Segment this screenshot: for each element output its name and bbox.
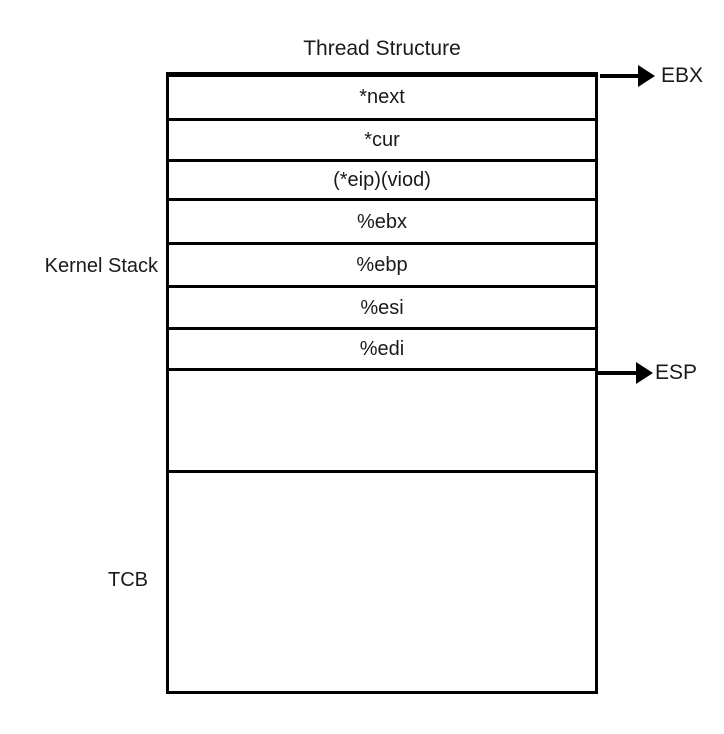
field-eip-function-pointer: (*eip)(viod): [166, 162, 598, 198]
arrow-shaft-icon: [600, 74, 638, 78]
field-register-edi: %edi: [166, 330, 598, 368]
separator-after-next: [166, 74, 598, 77]
separator-after-cur: [166, 118, 598, 121]
arrow-head-icon: [638, 65, 655, 87]
ebx-pointer-label: EBX: [661, 64, 704, 87]
field-free-stack-space: [166, 375, 598, 470]
field-label: *next: [359, 85, 405, 108]
page-title: Thread Structure: [303, 37, 461, 60]
kernel-stack-region-label: Kernel Stack: [44, 255, 158, 277]
field-register-ebp: %ebp: [166, 245, 598, 285]
field-tcb-body: [166, 473, 598, 691]
esp-pointer-label: ESP: [655, 361, 698, 384]
field-label: *cur: [364, 129, 400, 151]
tcb-region-label: TCB: [108, 569, 148, 591]
separator-stack-pointer-line: [166, 368, 598, 371]
arrow-shaft-icon: [598, 371, 636, 375]
separator-after-edi: [166, 327, 598, 330]
arrow-head-icon: [636, 362, 653, 384]
field-next-pointer: *next: [166, 75, 598, 118]
field-cur-pointer: *cur: [166, 121, 598, 159]
field-label: %esi: [360, 296, 404, 319]
separator-after-ebx: [166, 198, 598, 201]
field-register-ebx: %ebx: [166, 201, 598, 242]
separator-after-ebp: [166, 242, 598, 245]
field-label: (*eip)(viod): [333, 169, 431, 191]
field-label: %ebp: [356, 254, 408, 276]
field-register-esi: %esi: [166, 288, 598, 327]
esp-pointer-annotation: ESP: [598, 360, 697, 386]
field-label: %ebx: [356, 210, 408, 233]
thread-structure-box: [166, 72, 598, 694]
field-label: %edi: [359, 338, 405, 360]
ebx-pointer-annotation: EBX: [600, 63, 703, 89]
separator-after-esi: [166, 285, 598, 288]
separator-stack-tcb-boundary: [166, 470, 598, 473]
separator-after-eip: [166, 159, 598, 162]
